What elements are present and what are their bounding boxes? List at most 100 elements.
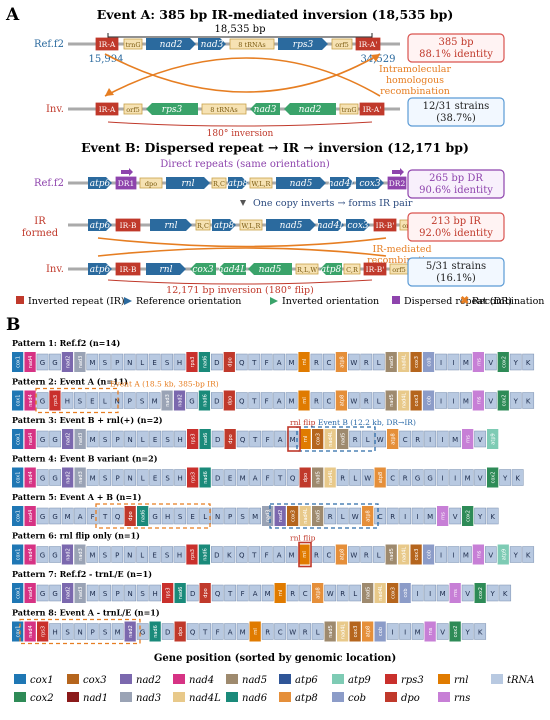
gene-block (287, 506, 299, 526)
gene-block (137, 506, 149, 526)
gene-label: V (488, 359, 493, 367)
gene-label: N (128, 590, 133, 598)
trna-block (49, 546, 61, 563)
gene-label: S (103, 629, 108, 637)
gene-label: cob (427, 358, 433, 367)
gene-block (74, 544, 86, 565)
gene-label: Q (190, 629, 196, 637)
gene-label: S (65, 629, 70, 637)
gene-label: atp8 (378, 472, 384, 483)
gene-block (385, 390, 397, 411)
legend-swatch (173, 674, 185, 684)
track-block (373, 218, 397, 232)
panel-a-label: A (5, 5, 20, 25)
panel-b-label: B (6, 315, 20, 335)
pattern-title: Pattern 2: Event A (n=11) (12, 377, 128, 387)
track-label: atp6 (90, 179, 111, 189)
gene-label: T (251, 359, 257, 367)
legend-a: Inverted repeat (IR)Reference orientatio… (16, 294, 544, 307)
legend-b-label: cox1 (30, 675, 54, 686)
pattern-annotation-2: Event B (12.2 kb, DR→IR) (318, 418, 416, 427)
gene-label: M (290, 436, 296, 444)
gene-label: H (178, 475, 183, 483)
gene-arrow-forward (330, 177, 354, 189)
trna-block (411, 623, 424, 640)
gene-label: Y (502, 475, 508, 483)
gene-label: nad4 (28, 587, 34, 600)
ir-box-a-line2: 88.1% identity (419, 49, 493, 60)
trna-block (261, 430, 274, 448)
legend-swatch (120, 674, 132, 684)
gene-label: N (215, 513, 220, 521)
trna-block (374, 430, 387, 448)
trna-block (499, 584, 512, 602)
trna-block (224, 469, 237, 486)
gene-label: M (427, 513, 433, 521)
legend-swatch (120, 692, 132, 702)
gene-label: T (202, 629, 208, 637)
gene-label: rps3 (53, 395, 59, 406)
gene-label: nad3 (78, 356, 84, 369)
trna-block (509, 353, 522, 371)
trna-block (173, 546, 186, 563)
gene-label: nad2 (65, 356, 71, 369)
xaxis-label: Gene position (sorted by genomic locatio… (154, 653, 396, 664)
trna-block (248, 546, 261, 563)
track-label: IR-B' (366, 265, 385, 274)
track-label: trnG (125, 41, 140, 49)
trna-block (149, 507, 162, 525)
legend-b-label: atp8 (295, 693, 318, 704)
trna-block (86, 584, 99, 602)
gene-label: dpo (178, 627, 184, 636)
gene-label: S (78, 398, 83, 406)
trna-block (449, 469, 462, 486)
trna-block (460, 353, 472, 371)
gene-block (462, 429, 474, 449)
legend-a-label: Inverted repeat (IR) (28, 296, 125, 307)
legend-b-label: atp9 (348, 675, 371, 686)
gene-label: cox3 (291, 510, 297, 522)
track-label: cox3 (359, 179, 381, 189)
gene-block (299, 506, 311, 526)
gene-block (385, 352, 397, 372)
rnl-flip-box (298, 541, 312, 568)
gene-block (298, 352, 310, 372)
trna-block (174, 507, 187, 525)
trna-block (235, 392, 248, 409)
gene-label: V (478, 436, 483, 444)
trna-block (411, 469, 424, 486)
track-block (115, 218, 141, 232)
gene-label: cox1 (16, 587, 22, 599)
gene-label: N (128, 436, 133, 444)
dr-direction-arrow-icon (121, 168, 133, 176)
trna-block (349, 430, 362, 448)
trna-block (273, 353, 286, 371)
gene-label: M (463, 552, 469, 560)
trna-block (86, 507, 99, 525)
trna-block (347, 546, 360, 563)
gene-label: cox2 (501, 395, 507, 407)
gene-label: cox3 (391, 587, 397, 599)
trna-block (474, 430, 487, 448)
trna-block (236, 430, 249, 448)
gene-block (374, 467, 386, 488)
pattern-title: Pattern 6: rnl flip only (n=1) (12, 531, 140, 541)
gene-label: A (278, 436, 283, 444)
gene-label: rnl (302, 359, 308, 366)
gene-label: G (40, 590, 45, 598)
gene-label: M (90, 436, 96, 444)
gene-label: R (403, 475, 408, 483)
gene-label: G (40, 359, 45, 367)
trna-block (111, 623, 124, 640)
track-label: cox3 (192, 265, 214, 275)
gene-label: M (240, 475, 246, 483)
gene-label: D (214, 359, 219, 367)
gene-label: cox3 (316, 433, 322, 445)
trna-block (474, 623, 487, 640)
gene-label: nad4 (28, 433, 34, 446)
recomb-label-2: homologous (386, 75, 444, 86)
track-block (249, 177, 273, 189)
trna-block (148, 392, 161, 409)
